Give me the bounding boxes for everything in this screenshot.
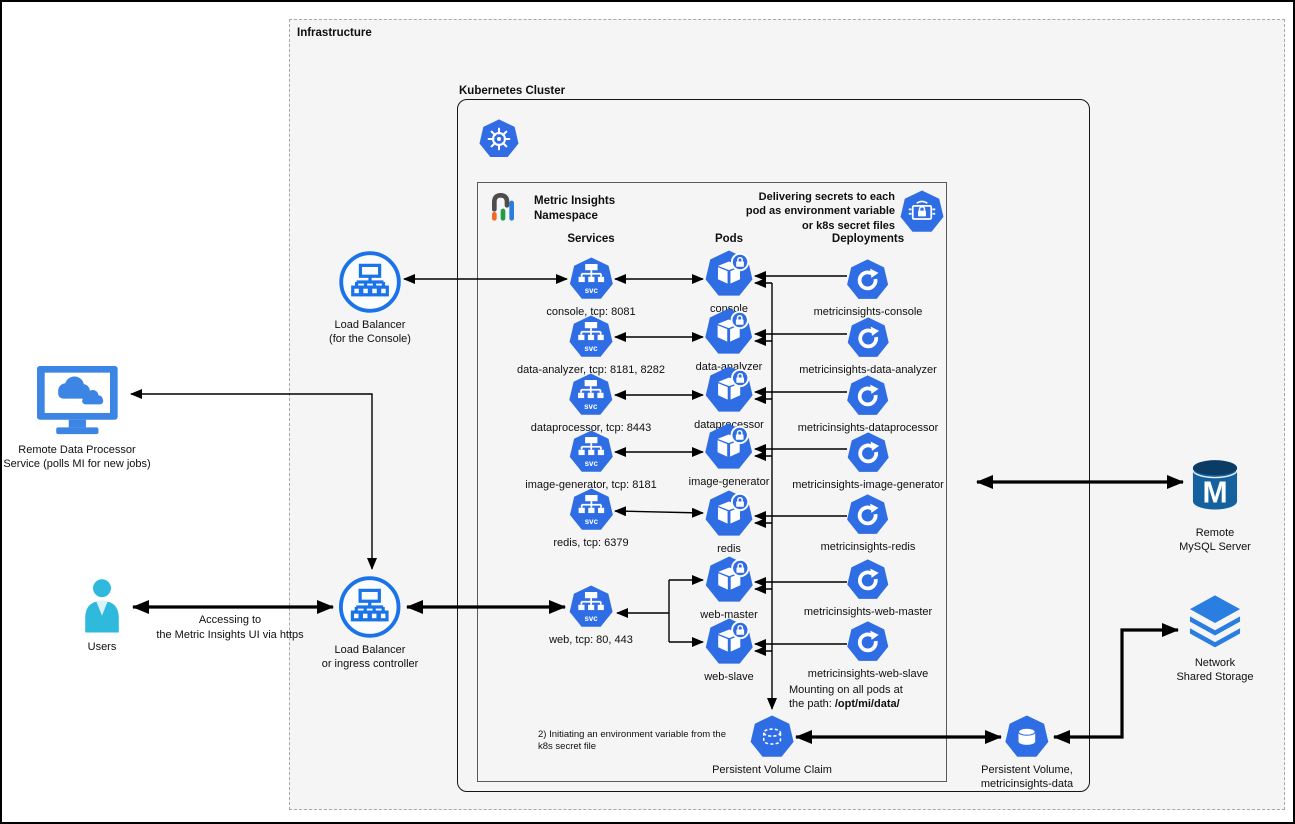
network-shared-storage: Network Shared Storage bbox=[1176, 594, 1254, 685]
env-variable-note: 2) Initiating an environment variable fr… bbox=[538, 729, 726, 753]
network-storage-icon bbox=[1182, 594, 1248, 652]
pod-icon bbox=[705, 556, 753, 604]
service-dataprocessor: dataprocessor, tcp: 8443 bbox=[531, 373, 651, 436]
kubernetes-cluster-container bbox=[457, 99, 1090, 792]
infrastructure-label: Infrastructure bbox=[297, 27, 372, 39]
secret-icon bbox=[900, 190, 944, 234]
pod-icon bbox=[705, 250, 753, 298]
pod-label: web-slave bbox=[704, 671, 754, 683]
pod-web-slave: web-slave bbox=[704, 618, 754, 685]
pv-label: Persistent Volume, metricinsights-data bbox=[980, 764, 1074, 790]
mysql-label: Remote MySQL Server bbox=[1179, 527, 1251, 553]
service-data-analyzer: data-analyzer, tcp: 8181, 8282 bbox=[517, 315, 665, 378]
service-label: web, tcp: 80, 443 bbox=[549, 634, 633, 646]
deployment-dataprocessor: metricinsights-dataprocessor bbox=[797, 375, 939, 436]
pod-icon bbox=[705, 490, 753, 538]
remote-data-processor-icon bbox=[29, 362, 125, 439]
users: Users bbox=[74, 574, 130, 655]
column-header-pods: Pods bbox=[714, 233, 744, 245]
mount-path: /opt/mi/data/ bbox=[834, 698, 900, 711]
pod-data-analyzer: data-analyzer bbox=[696, 308, 762, 375]
pvc-icon bbox=[750, 715, 794, 759]
deployment-label: metricinsights-web-slave bbox=[807, 668, 929, 680]
deployment-icon bbox=[847, 375, 889, 417]
deployment-icon bbox=[847, 432, 889, 474]
service-label: data-analyzer, tcp: 8181, 8282 bbox=[517, 364, 665, 376]
deployment-label: metricinsights-console bbox=[813, 306, 923, 318]
column-header-deployments: Deployments bbox=[831, 233, 905, 245]
deployment-label: metricinsights-image-generator bbox=[792, 479, 944, 491]
service-icon bbox=[569, 430, 613, 474]
network-storage-label: Network Shared Storage bbox=[1176, 657, 1254, 683]
service-console: console, tcp: 8081 bbox=[546, 257, 636, 320]
pod-label: redis bbox=[717, 543, 741, 555]
load-balancer-icon bbox=[338, 250, 402, 314]
deployment-console: metricinsights-console bbox=[813, 259, 923, 320]
deployment-image-generator: metricinsights-image-generator bbox=[792, 432, 944, 493]
service-icon bbox=[569, 373, 613, 417]
users-label: Users bbox=[87, 641, 117, 653]
mount-note: Mounting on all pods at the path: /opt/m… bbox=[789, 683, 961, 712]
service-label: console, tcp: 8081 bbox=[546, 306, 636, 318]
deployment-icon bbox=[847, 317, 889, 359]
load-balancer-console-label: Load Balancer (for the Console) bbox=[329, 319, 411, 345]
deployment-label: metricinsights-redis bbox=[820, 541, 916, 553]
service-image-generator: image-generator, tcp: 8181 bbox=[525, 430, 657, 493]
kubernetes-cluster-label: Kubernetes Cluster bbox=[459, 85, 566, 97]
deployment-data-analyzer: metricinsights-data-analyzer bbox=[799, 317, 937, 378]
namespace-container bbox=[477, 182, 947, 782]
pvc-label: Persistent Volume Claim bbox=[712, 764, 832, 776]
deployment-icon bbox=[847, 559, 889, 601]
deployment-web-master: metricinsights-web-master bbox=[804, 559, 932, 620]
load-balancer-ingress: Load Balancer or ingress controller bbox=[321, 575, 419, 672]
remote-data-processor: Remote Data Processor Service (polls MI … bbox=[3, 362, 151, 472]
deployment-icon bbox=[847, 621, 889, 663]
pod-image-generator: image-generator bbox=[688, 423, 770, 490]
deployment-icon bbox=[847, 259, 889, 301]
pod-redis: redis bbox=[705, 490, 753, 557]
persistent-volume-claim: Persistent Volume Claim bbox=[712, 715, 832, 778]
service-icon bbox=[569, 315, 613, 359]
column-header-services: Services bbox=[567, 233, 615, 245]
users-icon bbox=[74, 574, 130, 636]
deployment-label: metricinsights-data-analyzer bbox=[799, 364, 937, 376]
service-label: image-generator, tcp: 8181 bbox=[525, 479, 657, 491]
service-icon bbox=[569, 257, 613, 301]
pod-web-master: web-master bbox=[700, 556, 758, 623]
pod-label: image-generator bbox=[688, 476, 770, 488]
pod-console: console bbox=[705, 250, 753, 317]
service-icon bbox=[569, 488, 613, 532]
pv-icon bbox=[1005, 715, 1049, 759]
mysql-icon bbox=[1186, 454, 1244, 522]
load-balancer-ingress-label: Load Balancer or ingress controller bbox=[321, 644, 419, 670]
pod-icon bbox=[705, 366, 753, 414]
https-access-note: Accessing to the Metric Insights UI via … bbox=[156, 614, 304, 641]
pod-label: web-master bbox=[700, 609, 758, 621]
load-balancer-console: Load Balancer (for the Console) bbox=[329, 250, 411, 347]
deployment-redis: metricinsights-redis bbox=[820, 494, 916, 555]
service-label: redis, tcp: 6379 bbox=[553, 537, 629, 549]
deployment-label: metricinsights-dataprocessor bbox=[797, 422, 939, 434]
deployment-icon bbox=[847, 494, 889, 536]
service-redis: redis, tcp: 6379 bbox=[553, 488, 629, 551]
remote-mysql-server: Remote MySQL Server bbox=[1176, 454, 1254, 555]
pod-icon bbox=[705, 423, 753, 471]
metric-insights-logo-icon bbox=[490, 192, 524, 222]
deployment-label: metricinsights-web-master bbox=[803, 606, 933, 618]
secrets-note: Delivering secrets to each pod as enviro… bbox=[745, 191, 895, 232]
service-label: dataprocessor, tcp: 8443 bbox=[530, 422, 652, 434]
namespace-header: Metric Insights Namespace bbox=[490, 192, 615, 224]
mount-note-text: Mounting on all pods at the path: bbox=[789, 684, 903, 711]
namespace-title: Metric Insights Namespace bbox=[534, 195, 616, 222]
remote-data-processor-label: Remote Data Processor Service (polls MI … bbox=[3, 444, 151, 470]
pod-icon bbox=[705, 618, 753, 666]
pod-icon bbox=[705, 308, 753, 356]
service-web: web, tcp: 80, 443 bbox=[549, 585, 633, 648]
kubernetes-logo-icon bbox=[479, 119, 519, 159]
deployment-web-slave: metricinsights-web-slave bbox=[808, 621, 928, 682]
persistent-volume: Persistent Volume, metricinsights-data bbox=[981, 715, 1073, 792]
service-icon bbox=[569, 585, 613, 629]
load-balancer-icon bbox=[338, 575, 402, 639]
